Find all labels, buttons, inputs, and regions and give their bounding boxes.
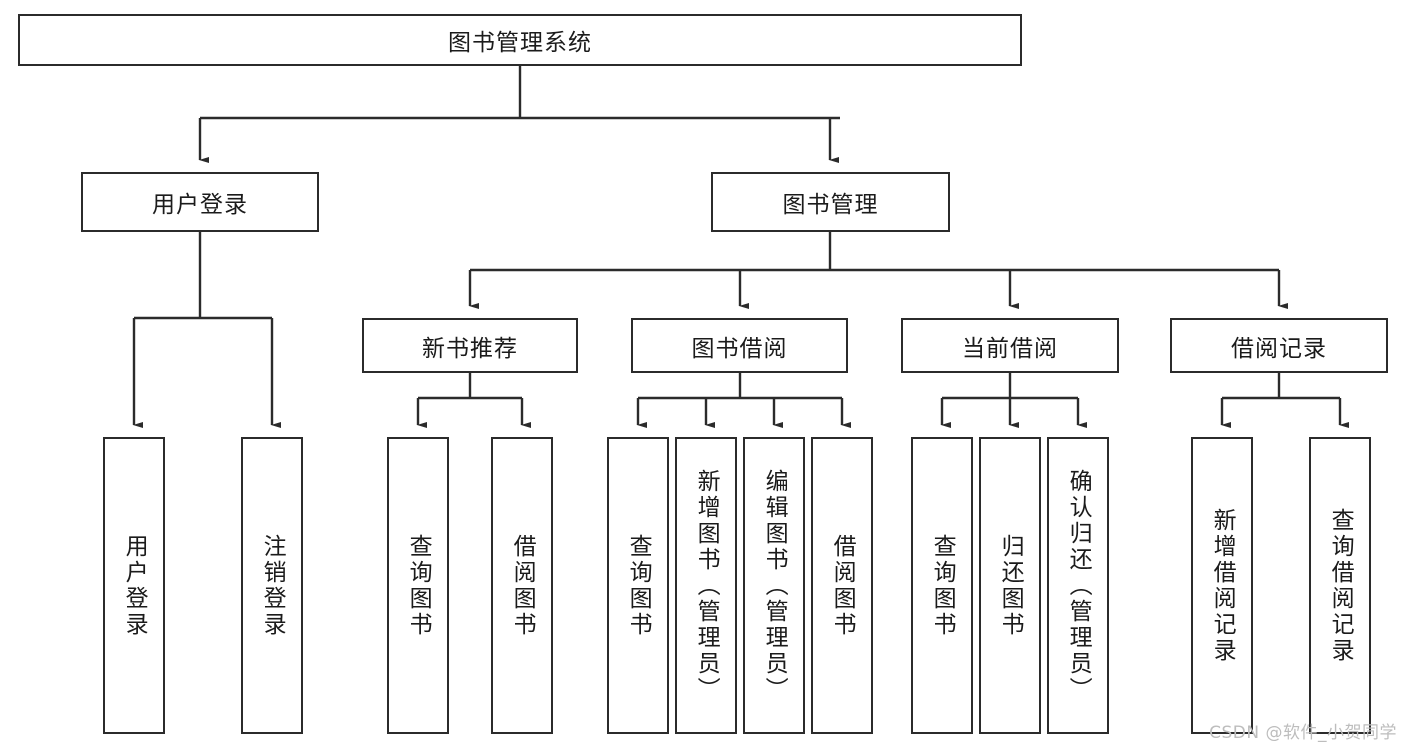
- node-leaf-confirm-return-admin[interactable]: 确认归还（管理员）: [1047, 437, 1109, 734]
- node-borrow-record[interactable]: 借阅记录: [1170, 318, 1388, 373]
- node-label: 查询图书: [405, 533, 432, 638]
- node-label: 编辑图书（管理员）: [761, 468, 788, 703]
- node-label: 归还图书: [997, 533, 1024, 638]
- node-leaf-borrow-book[interactable]: 借阅图书: [811, 437, 873, 734]
- node-leaf-query-borrow-record[interactable]: 查询借阅记录: [1309, 437, 1371, 734]
- edges-root-to-level2: [198, 66, 840, 163]
- edges-user-login-to-leaves: [132, 232, 281, 428]
- node-user-login[interactable]: 用户登录: [81, 172, 319, 232]
- node-label: 新增借阅记录: [1209, 507, 1236, 664]
- edges-book-borrow-to-leaves: [636, 373, 851, 428]
- csdn-watermark: CSDN @软件_小贺同学: [1209, 723, 1397, 743]
- node-label: 注销登录: [259, 533, 286, 638]
- node-leaf-edit-book-admin[interactable]: 编辑图书（管理员）: [743, 437, 805, 734]
- node-leaf-add-borrow-record[interactable]: 新增借阅记录: [1191, 437, 1253, 734]
- node-label: 查询图书: [929, 533, 956, 638]
- node-leaf-borrow-book-recommend[interactable]: 借阅图书: [491, 437, 553, 734]
- node-leaf-return-book[interactable]: 归还图书: [979, 437, 1041, 734]
- node-label: 查询借阅记录: [1327, 507, 1354, 664]
- node-leaf-user-login[interactable]: 用户登录: [103, 437, 165, 734]
- edges-current-borrow-to-leaves: [940, 373, 1087, 428]
- node-label: 新增图书（管理员）: [693, 468, 720, 703]
- node-label: 用户登录: [121, 533, 148, 638]
- node-label: 新书推荐: [422, 335, 518, 362]
- node-current-borrow[interactable]: 当前借阅: [901, 318, 1119, 373]
- node-label: 图书管理: [782, 192, 879, 218]
- node-leaf-query-book-recommend[interactable]: 查询图书: [387, 437, 449, 734]
- node-root-book-management-system[interactable]: 图书管理系统: [18, 14, 1022, 66]
- node-label: 借阅图书: [509, 533, 536, 638]
- node-label: 借阅记录: [1231, 335, 1327, 362]
- node-label: 借阅图书: [829, 533, 856, 638]
- node-label: 图书借阅: [691, 335, 788, 362]
- node-leaf-logout[interactable]: 注销登录: [241, 437, 303, 734]
- node-leaf-query-book-borrow[interactable]: 查询图书: [607, 437, 669, 734]
- node-new-book-recommend[interactable]: 新书推荐: [362, 318, 578, 373]
- node-label: 查询图书: [625, 533, 652, 638]
- node-book-borrow[interactable]: 图书借阅: [631, 318, 848, 373]
- edges-new-book-to-leaves: [416, 373, 531, 428]
- node-label: 用户登录: [152, 192, 248, 218]
- node-book-management[interactable]: 图书管理: [711, 172, 950, 232]
- node-label: 图书管理系统: [448, 30, 592, 56]
- edges-book-management-to-level3: [468, 232, 1288, 309]
- edges-borrow-record-to-leaves: [1220, 373, 1349, 428]
- node-label: 确认归还（管理员）: [1065, 468, 1092, 703]
- node-leaf-query-book-current[interactable]: 查询图书: [911, 437, 973, 734]
- node-leaf-add-book-admin[interactable]: 新增图书（管理员）: [675, 437, 737, 734]
- node-label: 当前借阅: [962, 335, 1058, 362]
